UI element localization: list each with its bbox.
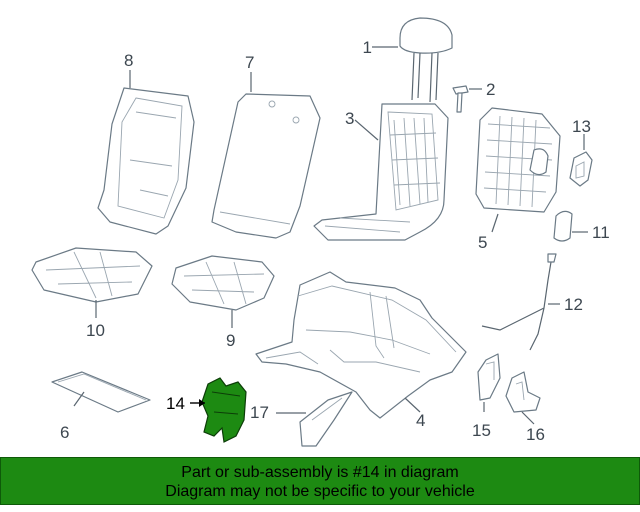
- banner-line-1: Part or sub-assembly is #14 in diagram: [181, 464, 459, 481]
- callout-2: 2: [486, 80, 495, 99]
- callout-12: 12: [564, 295, 583, 314]
- callout-17: 17: [250, 403, 269, 422]
- banner-line-2: Diagram may not be specific to your vehi…: [165, 483, 475, 500]
- back-cover-part: [211, 72, 321, 239]
- back-panel-part: [475, 107, 561, 233]
- callout-13: 13: [572, 117, 591, 136]
- callout-16: 16: [526, 425, 545, 444]
- seatback-cushion-part: [97, 70, 195, 235]
- callout-1: 1: [363, 38, 372, 57]
- clip-part: [569, 134, 593, 187]
- headrest-part: [372, 17, 453, 103]
- callout-9: 9: [226, 331, 235, 350]
- highlighted-part-14: [190, 377, 247, 443]
- side-cover-part: [505, 371, 541, 425]
- callout-4: 4: [416, 411, 425, 430]
- seatback-frame-part: [313, 103, 449, 241]
- callout-8: 8: [124, 51, 133, 70]
- parts-diagram: 1 2 3 4 5 6 7 8 9 10 11 12 13 14 15 16 1…: [31, 17, 610, 447]
- seat-cushion-left-part: [31, 247, 153, 318]
- callout-14: 14: [166, 394, 185, 413]
- callout-10: 10: [86, 321, 105, 340]
- info-banner: Part or sub-assembly is #14 in diagram D…: [0, 457, 640, 505]
- callout-15: 15: [472, 421, 491, 440]
- seat-cushion-right-part: [171, 255, 275, 328]
- seat-frame-part: [255, 271, 467, 419]
- trim-strip-part: [276, 391, 353, 447]
- cable-part: [481, 253, 560, 351]
- bracket-part: [477, 353, 501, 412]
- callout-6: 6: [60, 423, 69, 442]
- callout-11: 11: [592, 223, 610, 242]
- guide-pin-part: [452, 85, 482, 113]
- latch-part: [553, 210, 588, 242]
- pad-part: [51, 371, 151, 413]
- callout-3: 3: [345, 109, 354, 128]
- callout-7: 7: [245, 53, 254, 72]
- callout-5: 5: [478, 233, 487, 252]
